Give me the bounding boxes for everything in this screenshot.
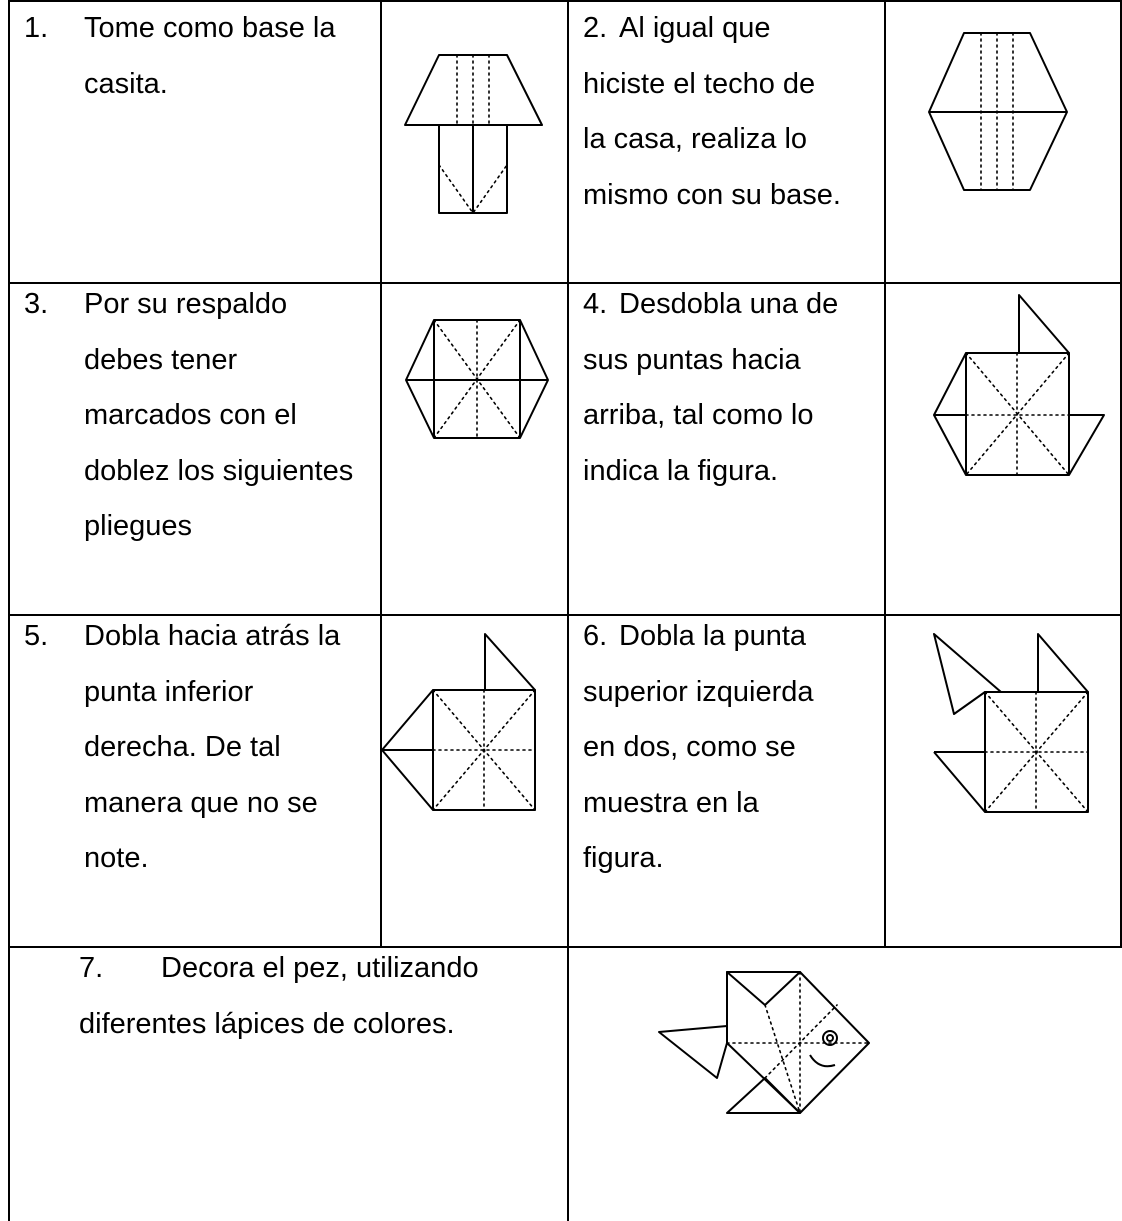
step-5-line: Dobla hacia atrás la	[84, 620, 341, 652]
square-left-point-folded-figure	[933, 633, 1089, 813]
step-2-line: mismo con su base.	[583, 178, 841, 211]
step-6-line: en dos, como se	[583, 731, 796, 763]
table-row-divider-1	[8, 282, 1122, 284]
step-5-line: derecha. De tal	[84, 731, 281, 763]
table-divider-col3	[884, 0, 886, 948]
table-border-left	[8, 0, 10, 1221]
step-3-line: doblez los siguientes	[84, 454, 354, 487]
step-2-text: 2. Al igual que hiciste el techo de la c…	[583, 1, 883, 211]
step-1-line: casita.	[84, 67, 168, 100]
step-6-line: superior izquierda	[583, 675, 814, 708]
step-5-line: note.	[84, 842, 149, 874]
step-2-line: hiciste el techo de	[583, 67, 816, 100]
step-3-number: 3.	[24, 288, 49, 320]
step-5-number: 5.	[24, 620, 49, 652]
house-base-figure	[404, 54, 543, 215]
step-6-line: Dobla la punta	[619, 620, 807, 652]
table-border-top	[8, 0, 1122, 2]
step-7-text: 7. Decora el pez, utilizando diferentes …	[79, 941, 559, 1040]
table-row-divider-2	[8, 614, 1122, 616]
step-4-line: arriba, tal como lo	[583, 399, 814, 431]
step-3-line: marcados con el	[84, 399, 297, 431]
step-2-line: la casa, realiza lo	[583, 123, 808, 155]
step-4-line: indica la figura.	[583, 454, 779, 487]
hexagon-creased-figure	[405, 319, 549, 439]
hexagon-figure	[928, 32, 1068, 191]
table-divider-col2	[567, 0, 569, 1221]
square-point-folded-back-figure	[381, 633, 536, 811]
step-7-line: diferentes lápices de colores.	[79, 1007, 455, 1040]
step-4-number: 4.	[583, 288, 608, 320]
step-5-line: manera que no se	[84, 786, 318, 819]
step-6-line: figura.	[583, 842, 664, 874]
step-7-number: 7.	[79, 952, 104, 984]
decorated-fish-figure	[658, 971, 870, 1114]
step-3-line: pliegues	[84, 510, 193, 542]
step-6-number: 6.	[583, 620, 608, 652]
step-3-line: debes tener	[84, 343, 238, 376]
step-3-line: Por su respaldo	[84, 288, 288, 320]
step-6-line: muestra en la	[583, 786, 759, 819]
table-row-divider-3	[8, 946, 1122, 948]
step-1-line: Tome como base la	[84, 12, 336, 44]
step-1-number: 1.	[24, 12, 49, 44]
step-6-text: 6. Dobla la punta superior izquierda en …	[583, 609, 883, 874]
table-border-right	[1120, 0, 1122, 948]
step-4-line: Desdobla una de	[619, 288, 839, 320]
table-divider-col1	[380, 0, 382, 948]
step-7-line: Decora el pez, utilizando	[161, 952, 479, 984]
step-4-text: 4. Desdobla una de sus puntas hacia arri…	[583, 277, 883, 487]
step-5-line: punta inferior	[84, 675, 254, 708]
step-2-number: 2.	[583, 12, 608, 44]
square-one-point-up-figure	[933, 294, 1105, 476]
step-2-line: Al igual que	[619, 12, 771, 44]
step-4-line: sus puntas hacia	[583, 343, 801, 376]
